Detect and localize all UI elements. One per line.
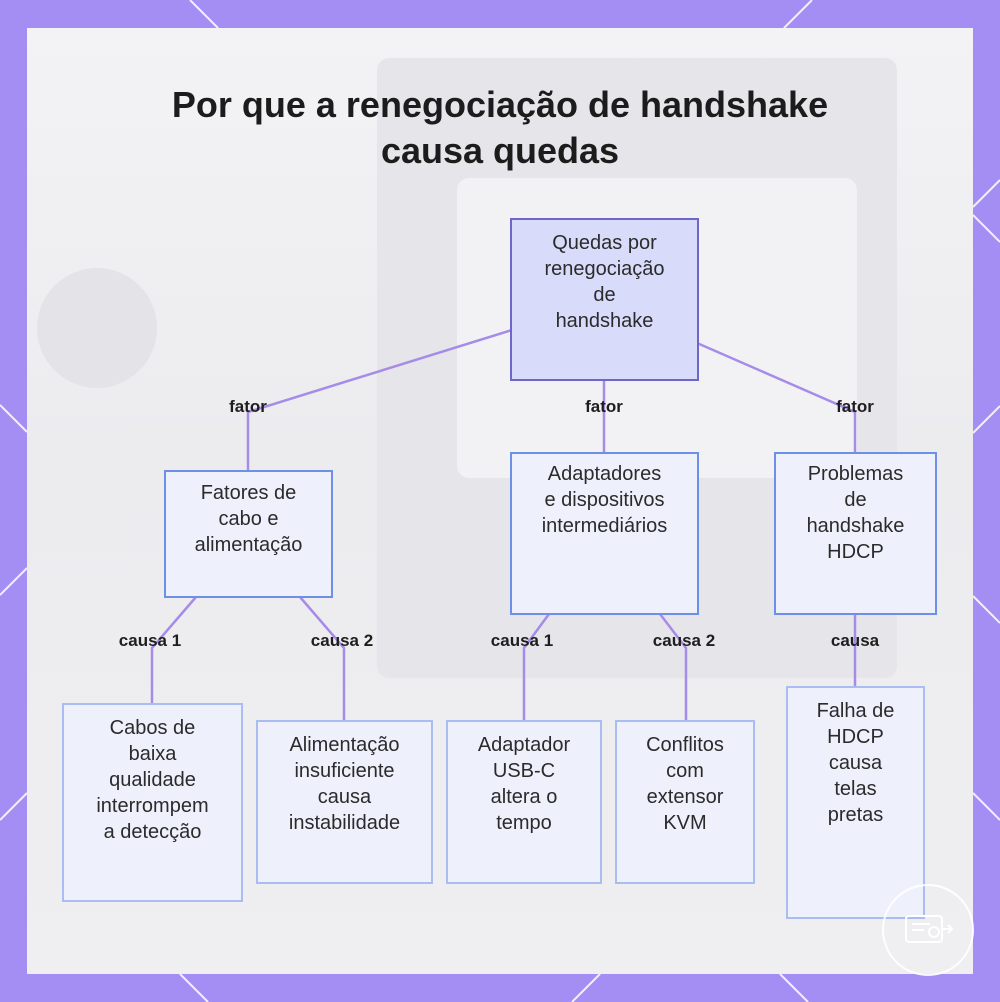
node-text-line: Problemas xyxy=(807,461,905,487)
node-text-line: interrompem xyxy=(96,793,208,819)
node-text-line: HDCP xyxy=(807,539,905,565)
node-text-line: Falha de xyxy=(817,698,895,724)
node-text-line: Conflitos xyxy=(646,732,724,758)
edge-label-causa-1: causa 1 xyxy=(491,631,553,651)
connector-factor-1-to-cause-2 xyxy=(300,597,344,722)
node-text-line: handshake xyxy=(544,308,664,334)
node-text-line: e dispositivos xyxy=(542,487,668,513)
node-text-line: com xyxy=(646,758,724,784)
node-text-line: baixa xyxy=(96,741,208,767)
node-text-line: insuficiente xyxy=(289,758,400,784)
node-text-line: tempo xyxy=(478,810,570,836)
node-text-line: Fatores de xyxy=(195,480,303,506)
node-text-line: extensor xyxy=(646,784,724,810)
node-text-line: Quedas por xyxy=(544,230,664,256)
node-text-line: causa xyxy=(817,750,895,776)
node-text-line: renegociação xyxy=(544,256,664,282)
node-text-line: USB-C xyxy=(478,758,570,784)
edge-label-causa-2: causa 2 xyxy=(311,631,373,651)
node-text-line: altera o xyxy=(478,784,570,810)
connector-root-to-factor-3 xyxy=(697,343,855,454)
edge-label-fator-3: fator xyxy=(836,397,874,417)
node-text-line: KVM xyxy=(646,810,724,836)
edge-label-causa: causa xyxy=(831,631,879,651)
connector-root-to-factor-1 xyxy=(248,330,512,472)
node-text-line: telas xyxy=(817,776,895,802)
node-text-line: instabilidade xyxy=(289,810,400,836)
cause-node-alimentacao-insuficiente: Alimentação insuficiente causa instabili… xyxy=(256,720,433,884)
root-node: Quedas por renegociação de handshake xyxy=(510,218,699,381)
node-text-line: cabo e xyxy=(195,506,303,532)
edge-label-causa-1: causa 1 xyxy=(119,631,181,651)
node-text-line: pretas xyxy=(817,802,895,828)
cause-node-conflitos-kvm: Conflitos com extensor KVM xyxy=(615,720,755,884)
node-text-line: de xyxy=(544,282,664,308)
node-text-line: causa xyxy=(289,784,400,810)
node-text-line: de xyxy=(807,487,905,513)
factor-node-cabo-alimentacao: Fatores de cabo e alimentação xyxy=(164,470,333,598)
node-text-line: HDCP xyxy=(817,724,895,750)
node-text-line: alimentação xyxy=(195,532,303,558)
node-text-line: a detecção xyxy=(96,819,208,845)
cause-node-adaptador-usbc: Adaptador USB-C altera o tempo xyxy=(446,720,602,884)
node-text-line: intermediários xyxy=(542,513,668,539)
connector-factor-1-to-cause-1 xyxy=(152,597,196,705)
edge-label-fator-1: fator xyxy=(229,397,267,417)
edge-label-fator-2: fator xyxy=(585,397,623,417)
node-text-line: Alimentação xyxy=(289,732,400,758)
node-text-line: Adaptadores xyxy=(542,461,668,487)
node-text-line: qualidade xyxy=(96,767,208,793)
node-text-line: handshake xyxy=(807,513,905,539)
device-logo-icon xyxy=(882,884,974,976)
edge-label-causa-2: causa 2 xyxy=(653,631,715,651)
node-text-line: Cabos de xyxy=(96,715,208,741)
factor-node-adaptadores: Adaptadores e dispositivos intermediário… xyxy=(510,452,699,615)
cause-node-falha-hdcp: Falha de HDCP causa telas pretas xyxy=(786,686,925,919)
factor-node-hdcp: Problemas de handshake HDCP xyxy=(774,452,937,615)
cause-node-cabos-baixa-qualidade: Cabos de baixa qualidade interrompem a d… xyxy=(62,703,243,902)
node-text-line: Adaptador xyxy=(478,732,570,758)
